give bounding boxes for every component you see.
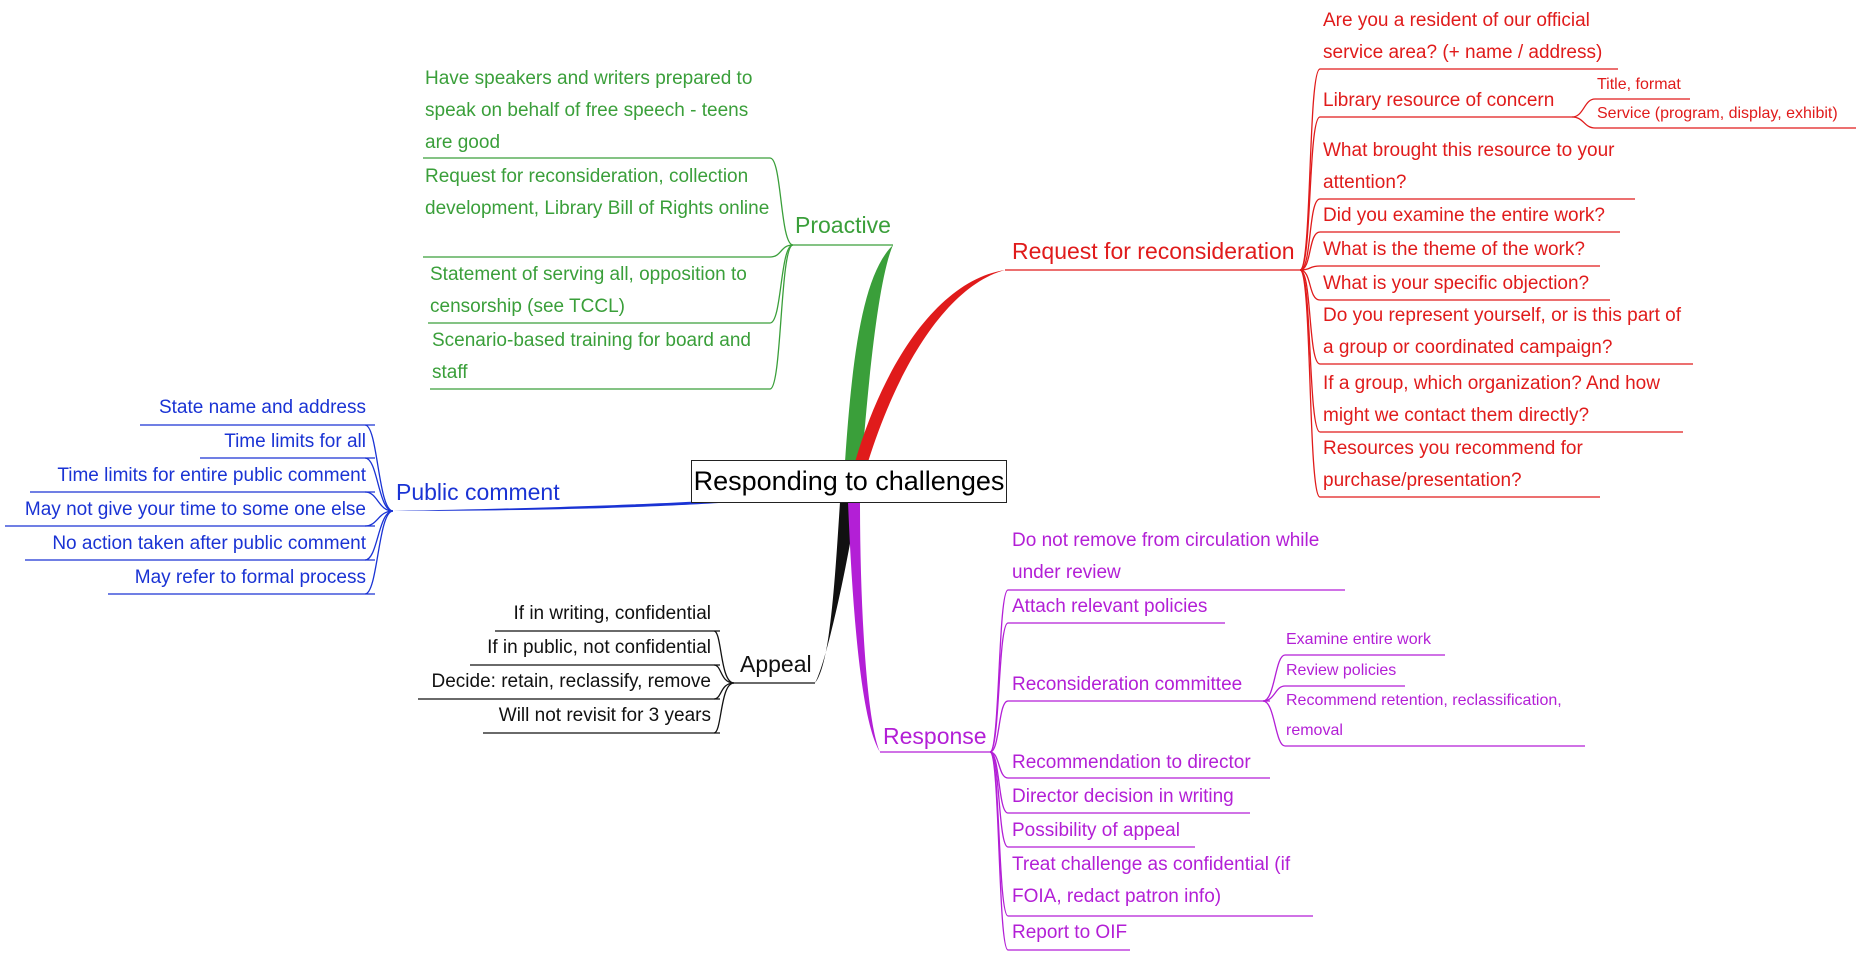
committee-sub-recommend[interactable]: Recommend retention, reclassification, r… — [1286, 692, 1562, 739]
public-item-not-give-time[interactable]: May not give your time to some one else — [24, 499, 366, 520]
committee-sub-review[interactable]: Review policies — [1286, 662, 1397, 679]
appeal-main-branch — [815, 502, 857, 683]
response-item-director-decision[interactable]: Director decision in writing — [1012, 786, 1234, 807]
request-item-recommend[interactable]: Resources you recommend for purchase/pre… — [1323, 438, 1583, 491]
response-item-committee[interactable]: Reconsideration committee — [1012, 674, 1243, 695]
appeal-connectors — [418, 630, 815, 734]
response-connectors — [880, 589, 1585, 951]
resource-sub-title-format[interactable]: Title, format — [1597, 76, 1681, 93]
appeal-item-writing[interactable]: If in writing, confidential — [513, 603, 712, 624]
proactive-item-statement[interactable]: Statement of serving all, opposition to … — [430, 264, 747, 317]
request-item-examine[interactable]: Did you examine the entire work? — [1323, 205, 1605, 226]
response-item-confidential[interactable]: Treat challenge as confidential (if FOIA… — [1012, 854, 1291, 907]
proactive-item-request-online[interactable]: Request for reconsideration, collection … — [425, 166, 770, 219]
request-connectors — [1005, 68, 1856, 498]
request-item-theme[interactable]: What is the theme of the work? — [1323, 239, 1585, 260]
root-topic[interactable]: Responding to challenges — [691, 460, 1007, 503]
resource-sub-service[interactable]: Service (program, display, exhibit) — [1597, 105, 1838, 122]
request-item-organization[interactable]: If a group, which organization? And how … — [1323, 373, 1660, 426]
response-item-attach-policies[interactable]: Attach relevant policies — [1012, 596, 1208, 617]
request-branch-label[interactable]: Request for reconsideration — [1012, 238, 1295, 264]
response-item-appeal[interactable]: Possibility of appeal — [1012, 820, 1180, 841]
public-item-time-limits-entire[interactable]: Time limits for entire public comment — [57, 465, 366, 486]
response-item-do-not-remove[interactable]: Do not remove from circulation while und… — [1012, 530, 1320, 583]
request-item-objection[interactable]: What is your specific objection? — [1323, 273, 1590, 294]
response-item-report-oif[interactable]: Report to OIF — [1012, 922, 1128, 943]
request-main-branch — [855, 270, 1005, 462]
request-item-represent[interactable]: Do you represent yourself, or is this pa… — [1323, 305, 1681, 358]
response-main-branch — [848, 502, 880, 752]
proactive-connectors — [423, 157, 893, 390]
response-branch-label[interactable]: Response — [883, 723, 987, 749]
proactive-branch-label[interactable]: Proactive — [795, 212, 891, 238]
request-item-resource[interactable]: Library resource of concern — [1323, 90, 1555, 111]
appeal-item-public[interactable]: If in public, not confidential — [487, 637, 711, 658]
public-item-time-limits[interactable]: Time limits for all — [224, 431, 366, 452]
proactive-main-branch — [845, 245, 893, 462]
request-item-resident[interactable]: Are you a resident of our official servi… — [1323, 10, 1603, 63]
committee-sub-examine[interactable]: Examine entire work — [1286, 631, 1431, 648]
public-item-name-address[interactable]: State name and address — [158, 397, 366, 418]
appeal-item-revisit[interactable]: Will not revisit for 3 years — [498, 705, 711, 726]
public-branch-label[interactable]: Public comment — [396, 479, 560, 505]
request-item-attention[interactable]: What brought this resource to your atten… — [1323, 140, 1615, 193]
public-connectors — [5, 424, 394, 595]
appeal-branch-label[interactable]: Appeal — [740, 651, 812, 677]
root-topic-label: Responding to challenges — [693, 466, 1005, 496]
proactive-item-training[interactable]: Scenario-based training for board and st… — [432, 330, 751, 383]
proactive-item-speakers[interactable]: Have speakers and writers prepared to sp… — [425, 68, 753, 153]
appeal-item-decide[interactable]: Decide: retain, reclassify, remove — [431, 671, 711, 692]
public-item-no-action[interactable]: No action taken after public comment — [52, 533, 366, 554]
public-item-formal-process[interactable]: May refer to formal process — [134, 567, 366, 588]
response-item-recommendation[interactable]: Recommendation to director — [1012, 752, 1251, 773]
public-main-branch — [393, 499, 740, 511]
